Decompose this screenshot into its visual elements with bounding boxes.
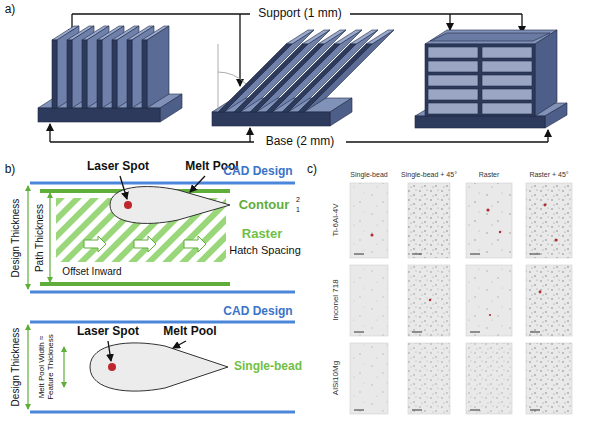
panel-letter: b): [5, 163, 16, 177]
path-label: Contour: [239, 198, 290, 213]
dimension-label: Design Thickness: [10, 328, 22, 407]
row-header: Ti-6Al-4V: [331, 203, 340, 236]
dimension-label: Hatch Spacing: [229, 244, 301, 257]
panel-letter: a): [5, 3, 16, 17]
path-label: Single-bead: [234, 360, 302, 374]
dimension-label: Melt Pool Width ≈ Feature Thickness: [37, 323, 55, 411]
dimension-label: Offset Inward: [60, 266, 123, 278]
part-label: Laser Spot: [77, 325, 139, 339]
row-header: AlSi10Mg: [331, 361, 340, 395]
column-header: Raster: [479, 171, 500, 179]
vertical-wall-sample: [38, 26, 182, 122]
dimension-label: Design Thickness: [10, 199, 22, 278]
boundary-label: CAD Design: [223, 305, 292, 319]
ct-image-grid: [350, 183, 572, 414]
dimension-label: Path Thickness: [34, 204, 46, 272]
cellular-box-sample: [415, 30, 567, 128]
column-header: Single-bead: [350, 171, 387, 179]
callout-number: 2: [296, 196, 300, 204]
path-label: Raster: [242, 227, 282, 242]
part-label: Melt Pool: [163, 325, 216, 339]
callout-number: 1: [296, 206, 300, 214]
callout-label: Support (1 mm): [258, 7, 341, 21]
row-header: Inconel 718: [331, 279, 340, 320]
contour-raster-scheme: [28, 176, 295, 292]
panel-letter: c): [307, 163, 317, 177]
inclined-wall-sample: [212, 30, 394, 126]
callout-label: Base (2 mm): [266, 135, 335, 149]
column-header: Single-bead + 45°: [401, 171, 457, 179]
boundary-label: CAD Design: [223, 165, 292, 179]
part-label: Laser Spot: [87, 160, 149, 174]
column-header: Raster + 45°: [529, 171, 568, 179]
